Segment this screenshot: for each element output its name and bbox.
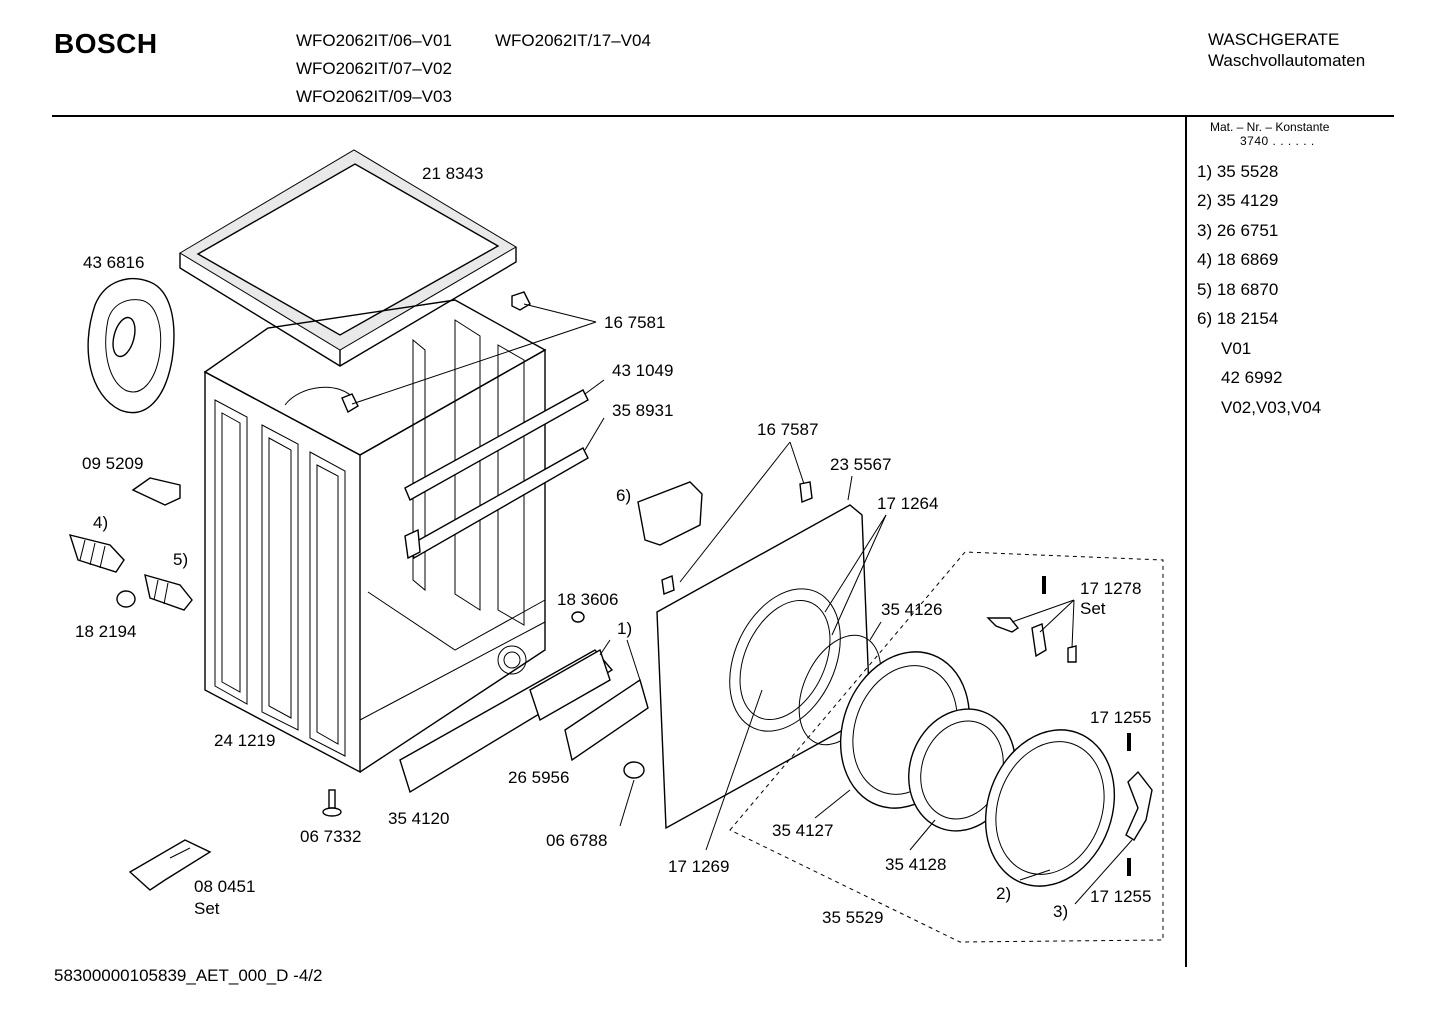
footnote-marker: 3) bbox=[1053, 902, 1069, 921]
footnote-item: 4) 18 6869 bbox=[1197, 250, 1279, 269]
part-label: 35 8931 bbox=[612, 401, 674, 420]
bumper-part bbox=[571, 611, 585, 623]
part-label: 43 1049 bbox=[612, 361, 674, 380]
model-code: WFO2062IT/06–V01 bbox=[296, 31, 452, 50]
part-label: 06 7332 bbox=[300, 827, 362, 846]
part-label: 08 0451 bbox=[194, 877, 256, 896]
model-code: WFO2062IT/09–V03 bbox=[296, 87, 452, 106]
part-label: 06 6788 bbox=[546, 831, 608, 850]
pin-marker bbox=[1127, 858, 1131, 876]
drain-plug-part bbox=[623, 761, 645, 779]
footnote-item: 1) 35 5528 bbox=[1197, 162, 1279, 181]
transport-bracket-part bbox=[128, 839, 212, 891]
part-label: 21 8343 bbox=[422, 164, 484, 183]
leader-lines bbox=[584, 379, 1133, 905]
pin-marker bbox=[1127, 733, 1131, 751]
side-panel-divider bbox=[1185, 115, 1187, 967]
part-label: 17 1269 bbox=[668, 857, 730, 876]
footnote-item: 42 6992 bbox=[1221, 368, 1283, 387]
part-label: 24 1219 bbox=[214, 731, 276, 750]
rear-bearing-part bbox=[68, 534, 125, 573]
door-handle-part bbox=[1125, 770, 1153, 841]
part-label: 17 1278 bbox=[1080, 579, 1142, 598]
part-label: Set bbox=[194, 899, 220, 918]
footnote-marker: 1) bbox=[617, 619, 633, 638]
part-label: 09 5209 bbox=[82, 454, 144, 473]
brand-logo: BOSCH bbox=[54, 28, 158, 59]
material-header: Mat. – Nr. – Konstante bbox=[1210, 120, 1330, 134]
footnote-marker: 4) bbox=[93, 513, 109, 532]
footnote-marker: 5) bbox=[173, 550, 189, 569]
machine-foot-part bbox=[322, 789, 342, 817]
hinge-set-part bbox=[986, 576, 1077, 663]
hinge-clip-part bbox=[341, 291, 597, 414]
model-code: WFO2062IT/07–V02 bbox=[296, 59, 452, 78]
category-title: WASCHGERATE bbox=[1208, 30, 1340, 49]
part-label: 16 7587 bbox=[757, 420, 819, 439]
part-label: 23 5567 bbox=[830, 455, 892, 474]
part-label: 43 6816 bbox=[83, 253, 145, 272]
header-divider bbox=[52, 115, 1394, 117]
top-cover-part bbox=[179, 149, 517, 367]
part-label: 16 7581 bbox=[604, 313, 666, 332]
part-label: 26 5956 bbox=[508, 768, 570, 787]
model-code: WFO2062IT/17–V04 bbox=[495, 31, 651, 50]
door-assembly-outline bbox=[729, 551, 1164, 943]
part-label: 18 2194 bbox=[75, 622, 137, 641]
clip-part bbox=[131, 477, 181, 506]
footnote-marker: 6) bbox=[616, 486, 632, 505]
part-label: 17 1255 bbox=[1090, 708, 1152, 727]
door-outer-ring-part bbox=[984, 729, 1116, 887]
part-label: 35 4126 bbox=[881, 600, 943, 619]
cabinet-frame-part bbox=[203, 299, 547, 774]
part-label: Set bbox=[1080, 599, 1106, 618]
footnote-marker: 2) bbox=[996, 884, 1012, 903]
part-label: 35 4127 bbox=[772, 821, 834, 840]
footnote-item: 5) 18 6870 bbox=[1197, 280, 1279, 299]
front-bearing-part bbox=[144, 574, 193, 611]
part-label: 18 3606 bbox=[557, 590, 619, 609]
door-lock-part bbox=[637, 481, 703, 546]
cap-part bbox=[116, 590, 136, 608]
footnote-item: V01 bbox=[1221, 339, 1252, 358]
document-code: 58300000105839_AET_000_D -4/2 bbox=[54, 966, 323, 985]
part-label: 35 4128 bbox=[885, 855, 947, 874]
part-label: 17 1255 bbox=[1090, 887, 1152, 906]
rear-cover-part bbox=[87, 278, 175, 414]
footnote-item: 6) 18 2154 bbox=[1197, 309, 1279, 328]
category-subtitle: Waschvollautomaten bbox=[1208, 51, 1366, 70]
control-panel-part bbox=[399, 648, 649, 794]
cross-strut-parts bbox=[404, 389, 589, 560]
part-label: 17 1264 bbox=[877, 494, 939, 513]
footnote-item: V02,V03,V04 bbox=[1221, 398, 1322, 417]
footnote-item: 2) 35 4129 bbox=[1197, 191, 1279, 210]
part-label: 35 4120 bbox=[388, 809, 450, 828]
material-constant: 3740 . . . . . . bbox=[1240, 134, 1315, 148]
front-panel-part bbox=[656, 481, 871, 830]
footnote-item: 3) 26 6751 bbox=[1197, 221, 1279, 240]
part-label: 35 5529 bbox=[822, 908, 884, 927]
